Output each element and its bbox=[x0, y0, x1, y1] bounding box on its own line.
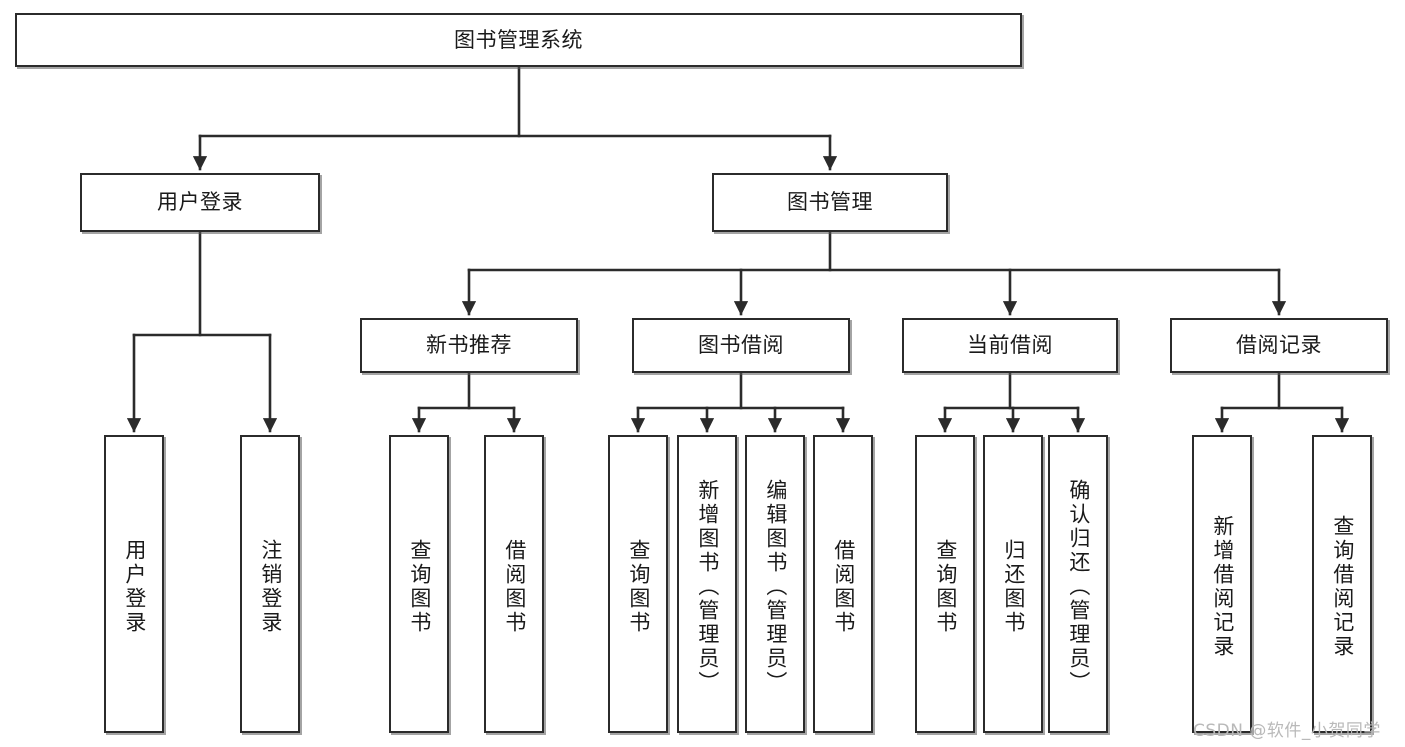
node-leaf-query-book-2-label: 查询图书 bbox=[626, 539, 651, 635]
node-leaf-borrow-book-2[interactable]: 借阅图书 bbox=[813, 435, 873, 733]
node-leaf-user-logout[interactable]: 注销登录 bbox=[240, 435, 300, 733]
node-user-login-label: 用户登录 bbox=[157, 190, 243, 215]
node-leaf-query-book-1[interactable]: 查询图书 bbox=[389, 435, 449, 733]
node-new-book-recommend[interactable]: 新书推荐 bbox=[360, 318, 578, 373]
node-leaf-add-record[interactable]: 新增借阅记录 bbox=[1192, 435, 1252, 733]
node-leaf-borrow-book-1-label: 借阅图书 bbox=[502, 539, 527, 635]
node-leaf-query-book-3-label: 查询图书 bbox=[933, 539, 958, 635]
node-book-manage[interactable]: 图书管理 bbox=[712, 173, 948, 232]
node-leaf-query-book-1-label: 查询图书 bbox=[407, 539, 432, 635]
node-leaf-query-book-3[interactable]: 查询图书 bbox=[915, 435, 975, 733]
node-leaf-return-book[interactable]: 归还图书 bbox=[983, 435, 1043, 733]
node-current-borrow-label: 当前借阅 bbox=[967, 333, 1053, 358]
node-borrow-record-label: 借阅记录 bbox=[1236, 333, 1322, 358]
node-leaf-edit-book-label: 编辑图书（管理员） bbox=[763, 479, 788, 695]
node-current-borrow[interactable]: 当前借阅 bbox=[902, 318, 1118, 373]
node-root[interactable]: 图书管理系统 bbox=[15, 13, 1022, 67]
node-borrow-record[interactable]: 借阅记录 bbox=[1170, 318, 1388, 373]
node-leaf-query-book-2[interactable]: 查询图书 bbox=[608, 435, 668, 733]
node-leaf-confirm-return[interactable]: 确认归还（管理员） bbox=[1048, 435, 1108, 733]
node-leaf-edit-book[interactable]: 编辑图书（管理员） bbox=[745, 435, 805, 733]
node-leaf-return-book-label: 归还图书 bbox=[1001, 539, 1026, 635]
node-leaf-user-logout-label: 注销登录 bbox=[258, 539, 283, 635]
node-leaf-add-book[interactable]: 新增图书（管理员） bbox=[677, 435, 737, 733]
node-new-book-recommend-label: 新书推荐 bbox=[426, 333, 512, 358]
node-book-manage-label: 图书管理 bbox=[787, 190, 873, 215]
node-book-borrow[interactable]: 图书借阅 bbox=[632, 318, 850, 373]
node-leaf-query-record-label: 查询借阅记录 bbox=[1330, 515, 1355, 659]
node-root-label: 图书管理系统 bbox=[454, 27, 583, 52]
node-leaf-add-record-label: 新增借阅记录 bbox=[1210, 515, 1235, 659]
node-leaf-user-login-label: 用户登录 bbox=[122, 539, 147, 635]
node-leaf-add-book-label: 新增图书（管理员） bbox=[695, 479, 720, 695]
node-leaf-borrow-book-2-label: 借阅图书 bbox=[831, 539, 856, 635]
node-leaf-borrow-book-1[interactable]: 借阅图书 bbox=[484, 435, 544, 733]
node-leaf-user-login[interactable]: 用户登录 bbox=[104, 435, 164, 733]
node-user-login[interactable]: 用户登录 bbox=[80, 173, 320, 232]
node-leaf-query-record[interactable]: 查询借阅记录 bbox=[1312, 435, 1372, 733]
node-leaf-confirm-return-label: 确认归还（管理员） bbox=[1066, 479, 1091, 695]
node-book-borrow-label: 图书借阅 bbox=[698, 333, 784, 358]
